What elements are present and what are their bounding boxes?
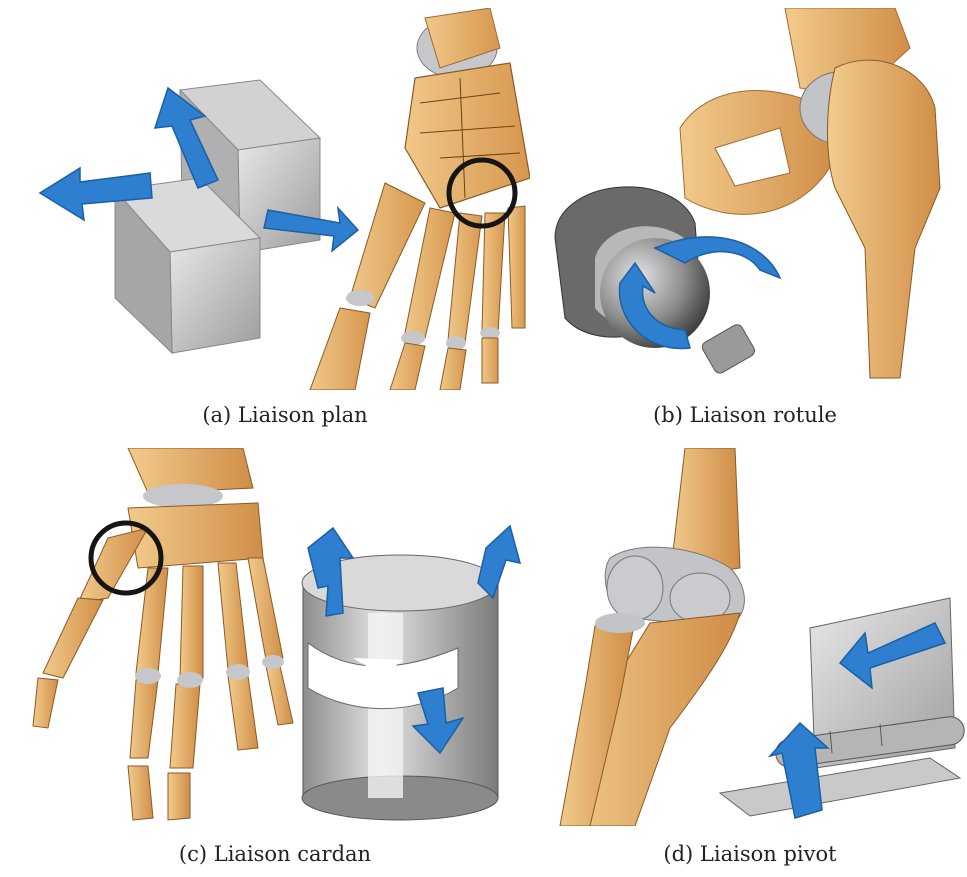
caption-b: (b) Liaison rotule (620, 403, 870, 427)
hand-skeleton-illustration (33, 448, 293, 820)
caption-d: (d) Liaison pivot (640, 842, 860, 866)
hip-joint-illustration (680, 8, 940, 378)
panel-plane-joint (20, 8, 530, 390)
plane-joint-illustration (20, 8, 530, 390)
elbow-joint-illustration (560, 448, 744, 826)
ball-and-socket-illustration (555, 187, 757, 375)
panel-cardan-joint (8, 448, 528, 826)
ball-joint-illustration (535, 8, 950, 390)
panel-ball-joint (535, 8, 950, 390)
panel-pivot-joint (550, 448, 965, 826)
cardan-joint-illustration (8, 448, 528, 826)
foot-skeleton-illustration (310, 8, 530, 390)
pivot-joint-illustration (550, 448, 965, 826)
caption-a: (a) Liaison plan (175, 403, 395, 427)
caption-c: (c) Liaison cardan (155, 842, 395, 866)
